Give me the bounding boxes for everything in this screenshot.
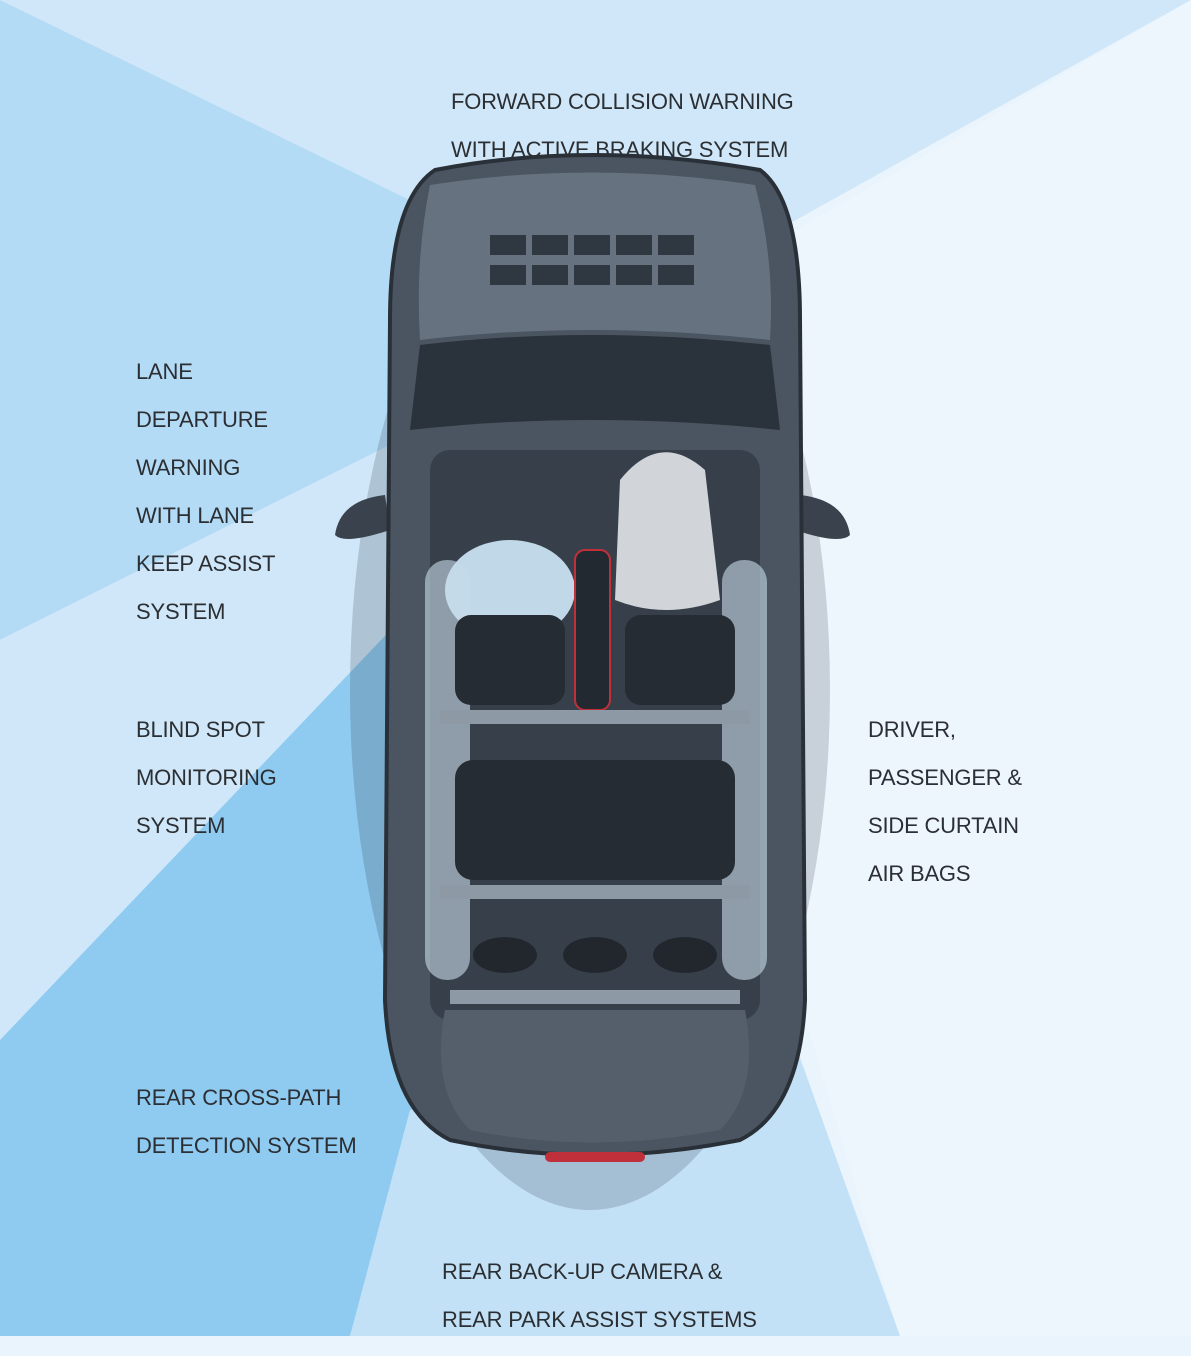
passenger-airbag <box>615 452 720 610</box>
label-line: WITH LANE <box>136 503 254 528</box>
label-line: SYSTEM <box>136 599 226 624</box>
label-line: AIR BAGS <box>868 861 971 886</box>
left-mirror <box>335 495 390 539</box>
forward-sensor-zone <box>0 0 1191 240</box>
trunk <box>440 1010 750 1143</box>
label-line: REAR CROSS-PATH <box>136 1085 342 1110</box>
crossbar-front <box>440 710 750 724</box>
windshield <box>410 335 780 430</box>
label-line: WARNING <box>136 455 241 480</box>
label-line: DRIVER, <box>868 717 956 742</box>
blind-spot-zone-light <box>0 430 420 1040</box>
rear-headrest-1 <box>473 937 537 973</box>
center-console <box>574 549 611 711</box>
label-line: KEEP ASSIST <box>136 551 276 576</box>
right-side-zone <box>780 0 1191 1336</box>
label-line: WITH ACTIVE BRAKING SYSTEM <box>451 137 789 162</box>
label-line: SYSTEM <box>136 813 226 838</box>
hood <box>418 172 771 340</box>
rear-seat <box>455 760 735 880</box>
label-rear-camera: REAR BACK-UP CAMERA & REAR PARK ASSIST S… <box>442 1236 757 1356</box>
rear-headrest-2 <box>563 937 627 973</box>
label-line: MONITORING <box>136 765 277 790</box>
hood-panel-grid <box>490 235 694 285</box>
front-seats-right <box>625 615 735 705</box>
rear-cross-path-zone <box>0 620 420 1336</box>
label-line: SIDE CURTAIN <box>868 813 1019 838</box>
label-line: PASSENGER & <box>868 765 1022 790</box>
label-air-bags: DRIVER, PASSENGER & SIDE CURTAIN AIR BAG… <box>868 694 1022 910</box>
right-mirror <box>795 495 850 539</box>
label-line: FORWARD COLLISION WARNING <box>451 89 794 114</box>
front-seats-left <box>455 615 565 705</box>
label-line: REAR BACK-UP CAMERA & <box>442 1259 723 1284</box>
crossbar-rear <box>440 885 750 899</box>
lane-departure-zone <box>0 0 430 640</box>
label-line: DETECTION SYSTEM <box>136 1133 357 1158</box>
label-lane-departure: LANE DEPARTURE WARNING WITH LANE KEEP AS… <box>136 336 275 648</box>
label-forward-collision: FORWARD COLLISION WARNING WITH ACTIVE BR… <box>451 66 794 186</box>
label-line: LANE <box>136 359 193 384</box>
label-line: BLIND SPOT <box>136 717 265 742</box>
crossbar-trunk <box>450 990 740 1004</box>
label-rear-cross-path: REAR CROSS-PATH DETECTION SYSTEM <box>136 1062 357 1182</box>
rear-light <box>545 1152 645 1162</box>
rear-headrest-3 <box>653 937 717 973</box>
label-line: REAR PARK ASSIST SYSTEMS <box>442 1307 757 1332</box>
label-blind-spot: BLIND SPOT MONITORING SYSTEM <box>136 694 277 862</box>
label-line: DEPARTURE <box>136 407 268 432</box>
